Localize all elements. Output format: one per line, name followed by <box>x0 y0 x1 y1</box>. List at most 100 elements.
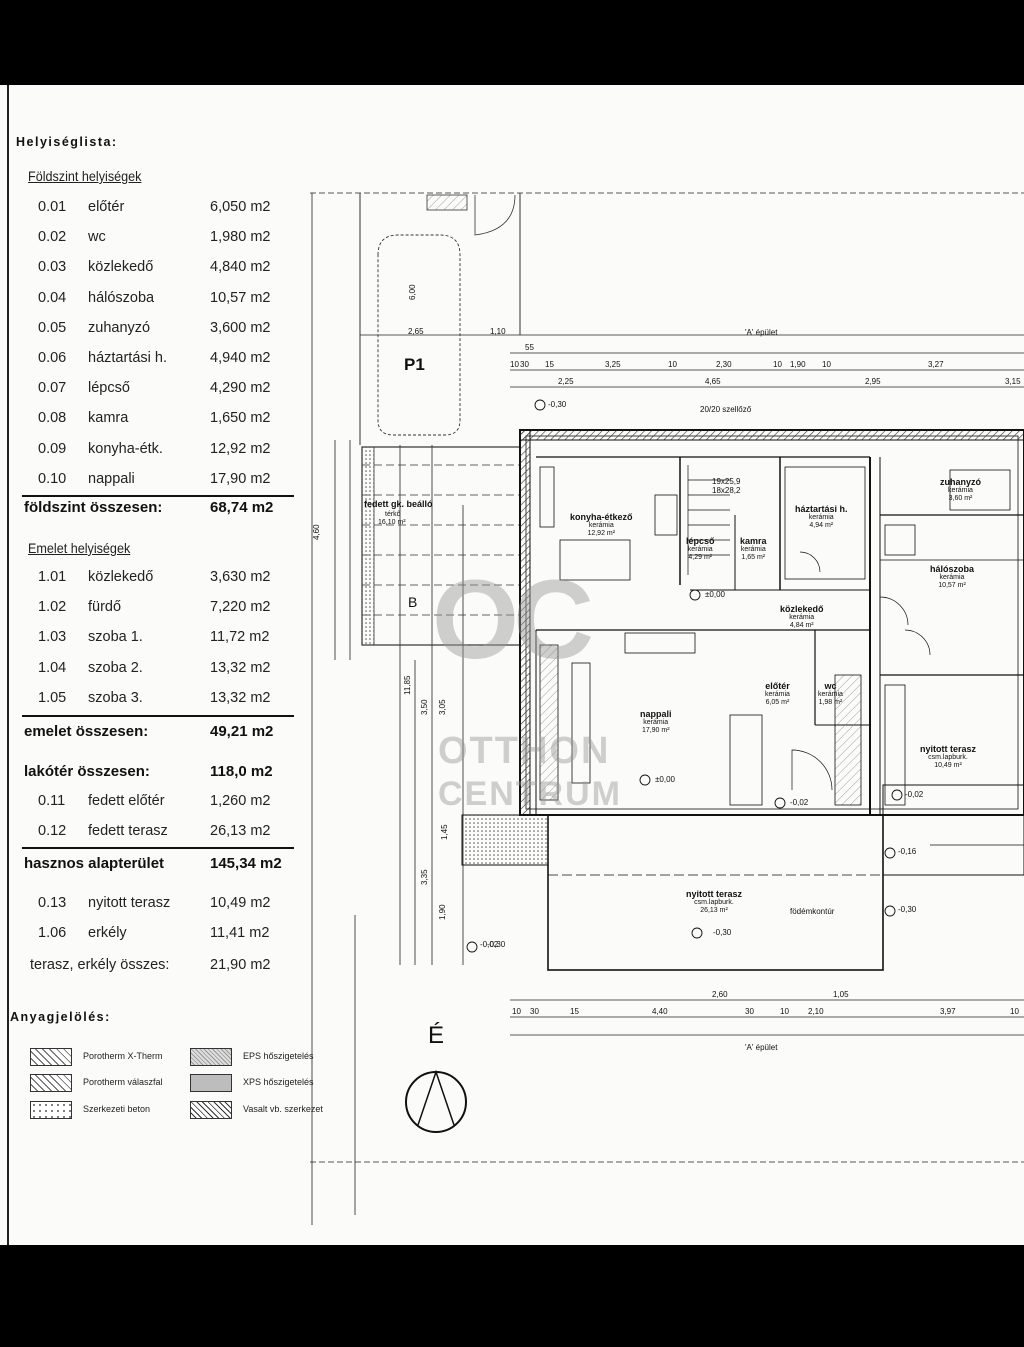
room-label-floor: kerámia <box>588 522 614 530</box>
dimension-lines <box>310 192 1024 1225</box>
room-code: 0.06 <box>38 350 67 366</box>
room-label-area: 1,98 m² <box>818 698 843 706</box>
dimension-label: 15 <box>545 360 554 369</box>
room-label-area: 17,90 m² <box>641 726 670 734</box>
room-label-floor: kerámia <box>808 514 834 522</box>
material-swatch <box>30 1074 72 1092</box>
dimension-label: 3,50 <box>420 699 429 715</box>
total-label: lakótér összesen: <box>24 763 150 780</box>
room-area: 11,72 m2 <box>210 629 270 646</box>
total-value: 145,34 m2 <box>210 855 282 872</box>
room-name: wc <box>88 229 106 246</box>
room-code: 1.02 <box>38 599 67 616</box>
elevation-label: -0,02 <box>480 940 499 949</box>
building-label-bottom: 'A' épület <box>745 1043 778 1052</box>
dimension-label: 1,10 <box>490 327 506 336</box>
dimension-label: 1,90 <box>438 904 447 920</box>
room-area: 11,41 m2 <box>210 925 270 941</box>
dimension-label: 3,05 <box>438 699 447 715</box>
dimension-label: 15 <box>570 1007 579 1016</box>
dimension-label: 3,27 <box>928 360 944 369</box>
dimension-label: 2,10 <box>808 1007 824 1016</box>
room-label-floor: kerámia <box>818 691 843 699</box>
divider <box>22 847 294 849</box>
room-label-area: 4,84 m² <box>789 621 814 629</box>
room-name: háztartási h. <box>88 350 167 366</box>
room-label-area: 3,60 m² <box>948 494 973 502</box>
stair-spec-2: 18x28,2 <box>712 486 741 495</box>
room-name: közlekedő <box>88 259 154 276</box>
dimension-label: 55 <box>525 343 534 352</box>
elevation-label: -0,16 <box>898 847 917 856</box>
dimension-label: 1,05 <box>833 990 849 999</box>
dimension-label: 10 <box>668 360 677 369</box>
upper-floor-heading: Emelet helyiségek <box>28 540 131 556</box>
room-name: konyha-étk. <box>88 440 163 457</box>
room-name: szoba 3. <box>88 689 143 706</box>
room-code: 1.04 <box>38 659 67 676</box>
carport-area: 16,10 m² <box>378 519 406 526</box>
room-label-name: konyha-étkező <box>570 512 633 522</box>
room-code: 0.11 <box>38 793 66 809</box>
dimension-label: 10 <box>780 1007 789 1016</box>
room-label-name: nyitott terasz <box>686 889 743 899</box>
dimension-label: 2,95 <box>865 377 881 386</box>
building-label: 'A' épület <box>745 328 778 337</box>
material-label: Vasalt vb. szerkezet <box>243 1104 323 1114</box>
room-name: fürdő <box>88 599 122 616</box>
room-code: 1.03 <box>38 629 67 646</box>
elevation-label: -0,30 <box>487 940 506 949</box>
terrace <box>461 784 1024 971</box>
room-label-floor: kerámia <box>740 546 766 554</box>
room-area: 1,260 m2 <box>210 793 271 809</box>
room-area: 6,050 m2 <box>210 199 271 215</box>
room-name: erkély <box>88 925 127 941</box>
material-swatch <box>190 1048 232 1066</box>
dimension-label: 1,45 <box>440 824 449 840</box>
room-area: 4,940 m2 <box>210 350 271 366</box>
ground-floor-heading: Földszint helyiségek <box>28 168 142 184</box>
room-code: 0.02 <box>38 229 67 246</box>
dimension-label: 11,85 <box>403 675 412 695</box>
dimension-label: 30 <box>520 360 529 369</box>
dimension-label: 4,40 <box>652 1007 668 1016</box>
material-swatch <box>190 1074 232 1092</box>
materials-title: Anyagjelölés: <box>10 1010 111 1024</box>
room-row: 0.06 háztartási h. 4,940 m2 <box>38 350 288 370</box>
floor-plan-sheet: Helyiséglista: Földszint helyiségek 0.01… <box>0 85 1024 1245</box>
room-label-name: közlekedő <box>780 604 824 614</box>
room-area: 12,92 m2 <box>210 440 271 457</box>
room-code: 0.01 <box>38 199 67 215</box>
room-area: 13,32 m2 <box>210 689 271 706</box>
room-label-name: nyitott terasz <box>920 744 977 754</box>
room-row: 0.11 fedett előtér 1,260 m2 <box>38 793 288 813</box>
carport-floor: térkő <box>385 511 401 518</box>
stair-spec-1: 19x25,9 <box>712 477 741 486</box>
room-name: közlekedő <box>88 569 154 585</box>
room-code: 1.06 <box>38 925 67 941</box>
open-area-total: terasz, erkély összes: 21,90 m2 <box>30 957 280 977</box>
room-name: szoba 2. <box>88 659 143 676</box>
total-label: terasz, erkély összes: <box>30 957 170 973</box>
elevation-label: -0,30 <box>548 400 567 409</box>
room-area: 3,600 m2 <box>210 319 271 336</box>
room-code: 0.10 <box>38 470 67 487</box>
room-name: nappali <box>88 470 135 487</box>
room-area: 4,840 m2 <box>210 259 271 276</box>
total-value: 118,0 m2 <box>210 763 273 780</box>
room-label-area: 26,13 m² <box>700 906 728 914</box>
building-walls <box>519 429 1024 816</box>
